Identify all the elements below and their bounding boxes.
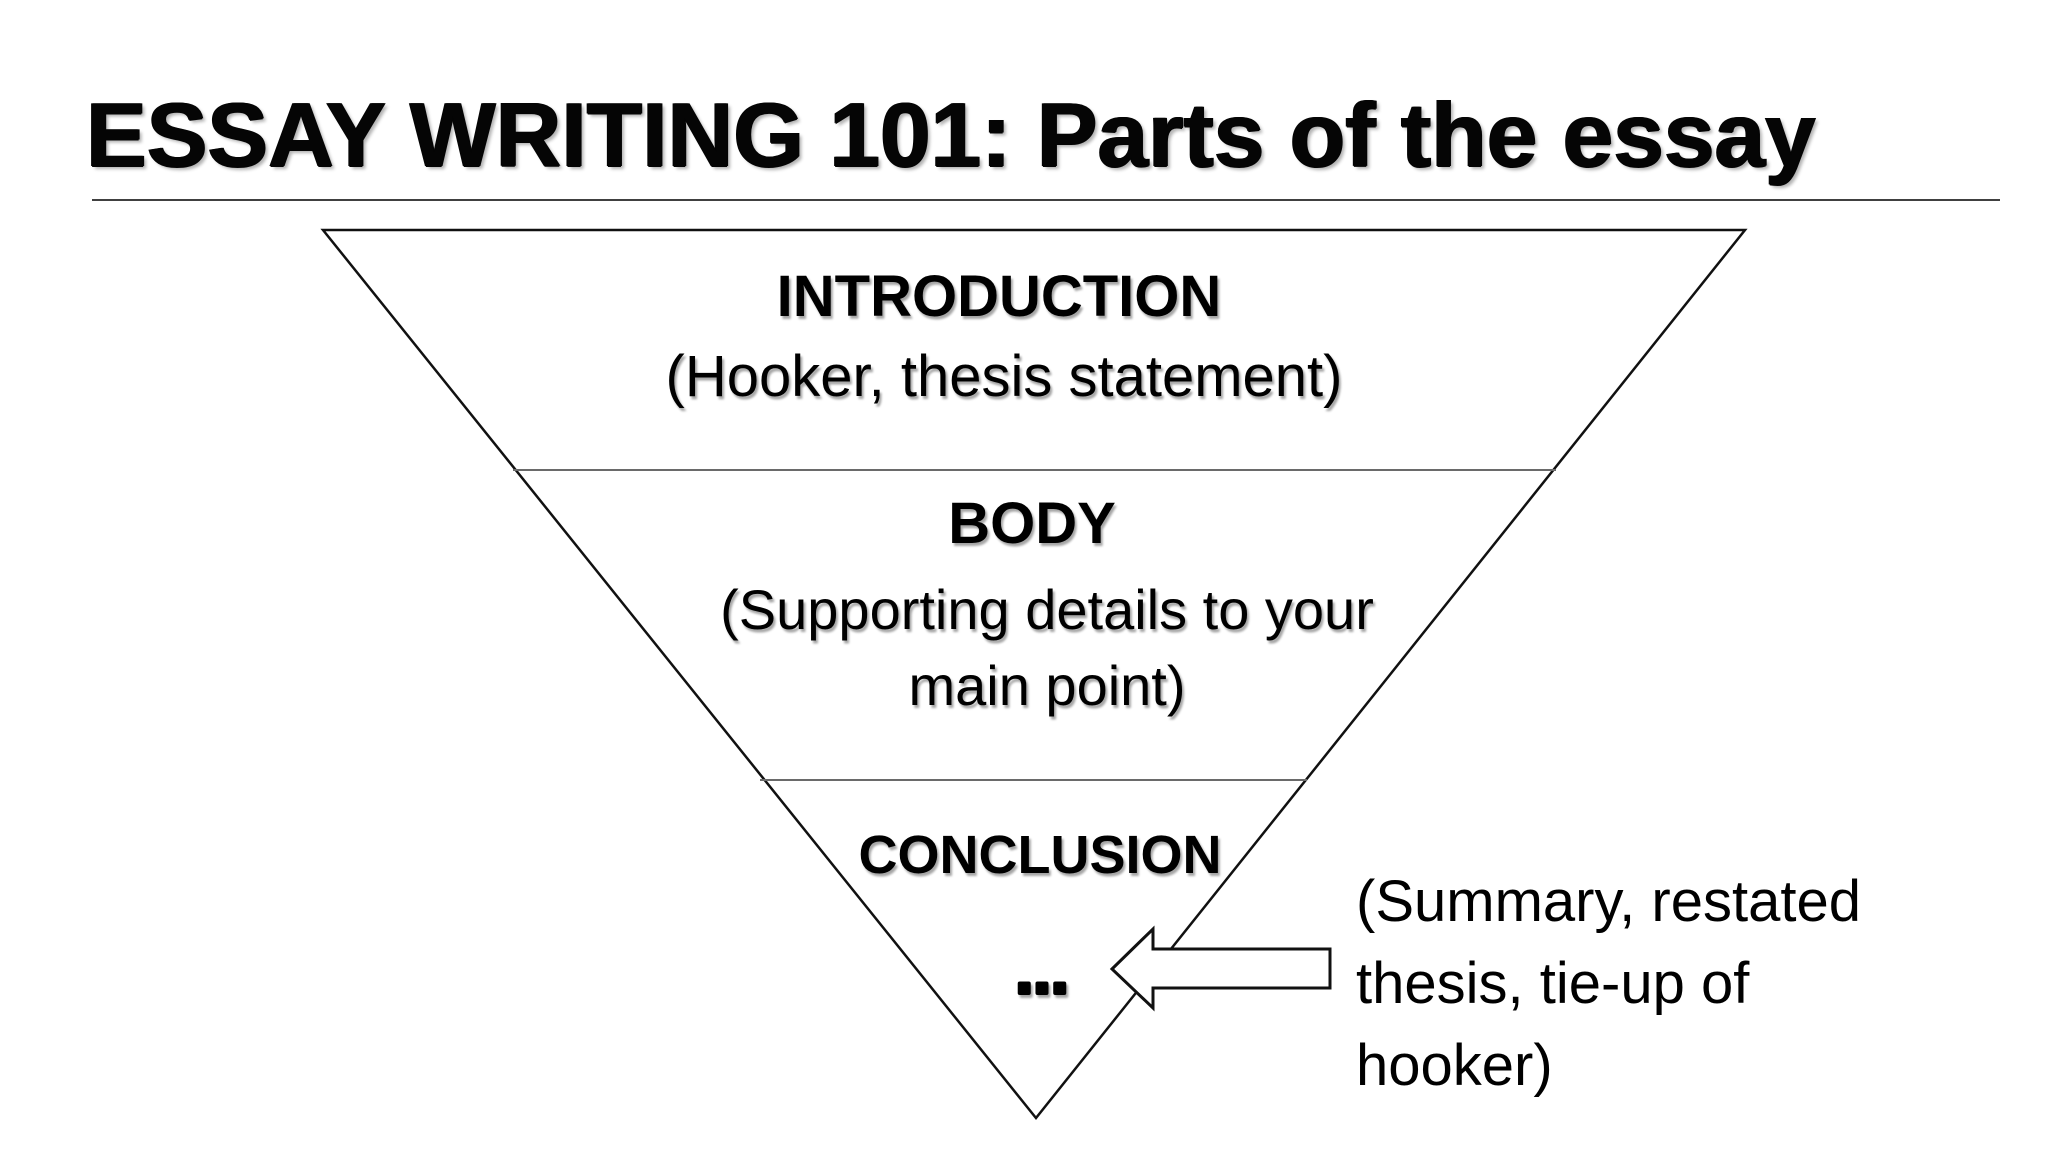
- annotation-line-1: (Summary, restated: [1356, 869, 1861, 934]
- annotation-text: (Summary, restated thesis, tie-up of hoo…: [1356, 869, 1861, 1098]
- introduction-detail: (Hooker, thesis statement): [666, 344, 1343, 409]
- introduction-label: INTRODUCTION: [777, 264, 1222, 329]
- body-detail-line-2: main point): [908, 654, 1185, 717]
- funnel-labels: INTRODUCTION (Hooker, thesis statement) …: [666, 264, 1374, 1009]
- slide-title: ESSAY WRITING 101: Parts of the essay: [86, 85, 1816, 186]
- conclusion-label: CONCLUSION: [859, 825, 1222, 885]
- body-label: BODY: [948, 491, 1116, 556]
- annotation-line-3: hooker): [1356, 1033, 1553, 1098]
- left-arrow-icon: [1109, 925, 1332, 1012]
- body-detail-line-1: (Supporting details to your: [720, 578, 1374, 641]
- conclusion-ellipsis: ...: [1015, 935, 1068, 1007]
- funnel-triangle-outline: [320, 228, 1748, 1120]
- annotation-line-2: thesis, tie-up of: [1356, 951, 1750, 1016]
- title-underline: [92, 199, 2000, 201]
